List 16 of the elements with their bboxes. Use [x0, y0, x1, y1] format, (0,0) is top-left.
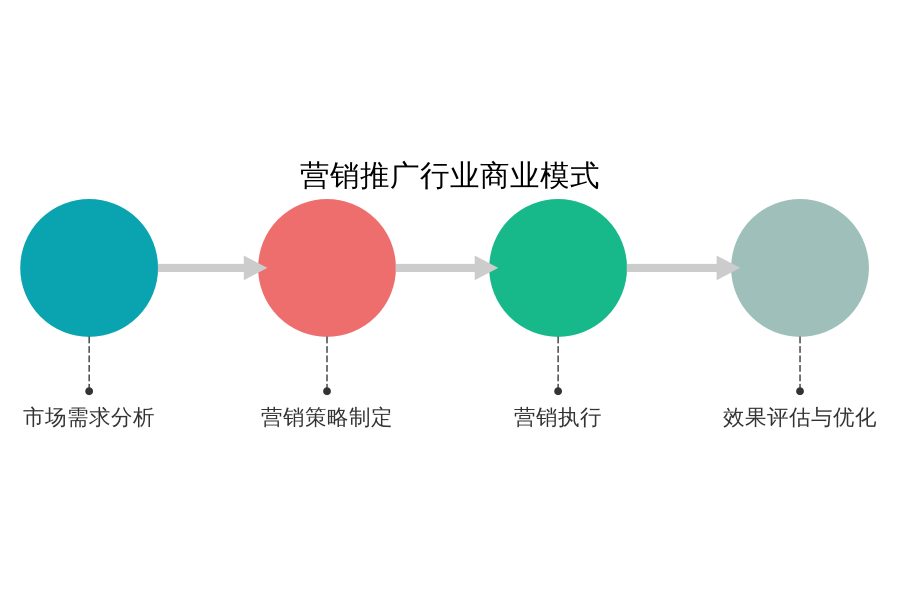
- connector: [85, 336, 94, 396]
- node-text: 营销执行: [514, 405, 602, 430]
- arrow: [396, 256, 498, 280]
- node-circle: [489, 198, 628, 337]
- arrow: [158, 256, 268, 280]
- node-circle: [20, 198, 158, 337]
- node-text: 市场需求分析: [23, 405, 156, 430]
- connector: [323, 336, 331, 396]
- node-text: 效果评估与优化: [723, 405, 878, 430]
- node-circle: [731, 198, 869, 337]
- node-circle: [258, 198, 396, 337]
- node-text: 营销策略制定: [261, 405, 394, 430]
- connector: [796, 336, 804, 396]
- diagram-title: 营销推广行业商业模式: [300, 158, 600, 194]
- arrow: [626, 256, 740, 280]
- connector: [554, 336, 562, 396]
